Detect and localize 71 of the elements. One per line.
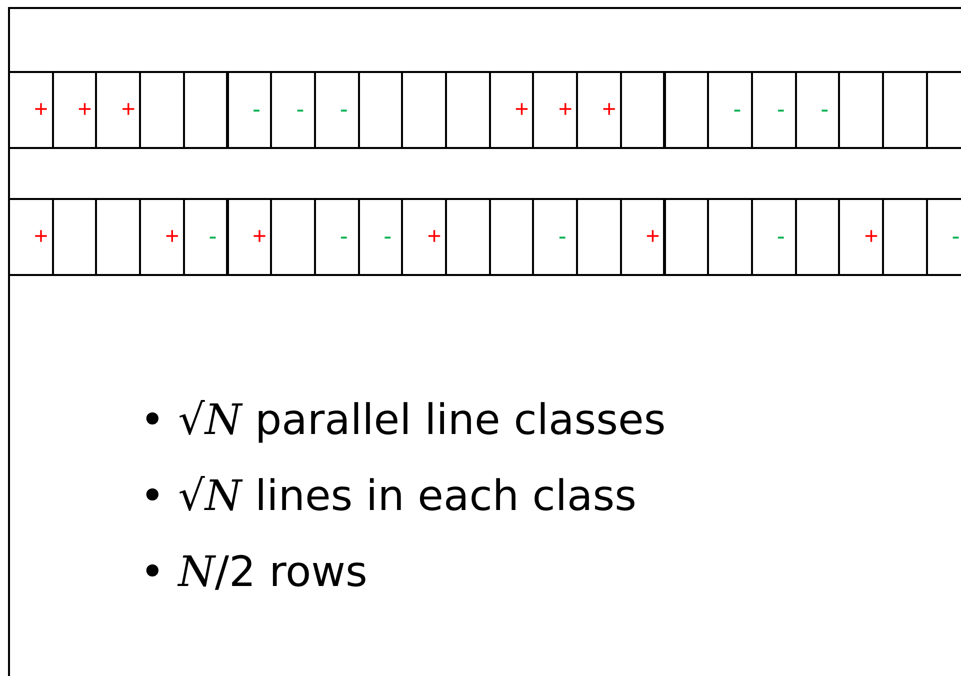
grid-cell <box>838 198 884 276</box>
minus-sign: - <box>384 224 392 250</box>
grid-cell <box>750 71 797 149</box>
grid-cell <box>270 198 316 276</box>
minus-sign: - <box>733 97 742 123</box>
grid-cell <box>620 71 666 149</box>
minus-sign: - <box>340 97 348 123</box>
grid-cell <box>707 71 753 149</box>
grid-cell <box>52 198 98 276</box>
grid-cell <box>750 198 797 276</box>
grid-cell <box>139 198 185 276</box>
grid-cell <box>314 198 360 276</box>
plus-sign: + <box>427 224 442 250</box>
minus-sign: - <box>776 224 785 250</box>
grid-cell <box>139 71 185 149</box>
plus-sign: + <box>121 97 136 123</box>
plus-sign: + <box>78 97 92 123</box>
plus-sign: + <box>602 97 616 123</box>
minus-sign: - <box>340 224 348 250</box>
grid-cell <box>532 198 578 276</box>
grid-cell <box>226 71 272 149</box>
minus-sign: - <box>252 97 260 123</box>
bullet-text: • √N lines in each class <box>140 471 637 520</box>
bullet-text: • √N parallel line classes <box>140 395 666 444</box>
grid-cell <box>926 198 961 276</box>
grid-cell <box>838 71 884 149</box>
grid-cell <box>794 71 840 149</box>
plus-sign: + <box>864 224 878 250</box>
minus-sign: - <box>296 97 304 123</box>
plus-sign: + <box>34 97 48 123</box>
plus-sign: + <box>252 224 267 250</box>
grid-cell <box>401 71 447 149</box>
grid-cell <box>882 71 928 149</box>
grid-cell <box>620 198 666 276</box>
plus-sign: + <box>558 97 572 123</box>
grid-cell <box>532 71 578 149</box>
grid-cell <box>882 198 928 276</box>
grid-cell <box>8 198 54 276</box>
grid-cell <box>52 71 98 149</box>
grid-cell <box>270 71 316 149</box>
grid-cell <box>358 198 404 276</box>
minus-sign: - <box>952 224 960 250</box>
grid-cell <box>95 71 142 149</box>
grid-cell <box>226 198 272 276</box>
grid-cell <box>488 198 534 276</box>
grid-cell <box>182 198 228 276</box>
grid-cell <box>664 71 710 149</box>
grid-cell <box>95 198 142 276</box>
grid-cell <box>576 198 622 276</box>
bullet-text: • N/2 rows <box>140 547 368 596</box>
grid-cell <box>401 198 447 276</box>
plus-sign: + <box>514 97 529 123</box>
grid-cell <box>664 198 710 276</box>
grid-cell <box>576 71 622 149</box>
minus-sign: - <box>776 97 785 123</box>
grid-cell <box>926 71 961 149</box>
plus-sign: + <box>34 224 48 250</box>
minus-sign: - <box>558 224 566 250</box>
grid-cell <box>707 198 753 276</box>
grid-cell <box>445 71 491 149</box>
grid-cell <box>445 198 491 276</box>
grid-cell <box>8 71 54 149</box>
plus-sign: + <box>646 224 660 250</box>
minus-sign: - <box>208 224 217 250</box>
grid-cell <box>488 71 534 149</box>
grid-cell <box>794 198 840 276</box>
grid-cell <box>358 71 404 149</box>
grid-cell <box>182 71 228 149</box>
minus-sign: - <box>820 97 829 123</box>
grid-cell <box>314 71 360 149</box>
plus-sign: + <box>165 224 180 250</box>
